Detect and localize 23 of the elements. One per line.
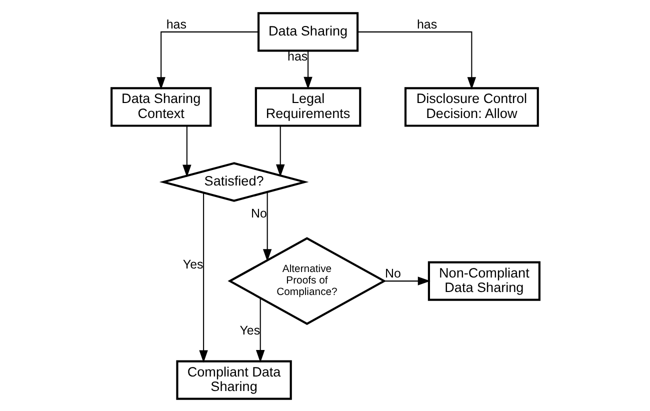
node-box: Disclosure Control Decision: Allow — [404, 86, 538, 126]
node-box: Compliant Data Sharing — [176, 360, 292, 400]
edge-label: Yes — [239, 322, 260, 337]
arrow — [255, 298, 264, 362]
arrow — [384, 276, 430, 285]
node-diamond: Alternative Proofs of Compliance? — [227, 236, 386, 324]
arrow — [303, 50, 312, 89]
node-box: Non-Compliant Data Sharing — [427, 260, 540, 300]
edge-label: No — [384, 266, 400, 280]
arrow — [182, 125, 191, 177]
arrow — [198, 192, 208, 362]
edge-label: No — [250, 206, 266, 220]
edge-label: Yes — [182, 256, 203, 271]
arrow — [156, 30, 258, 90]
arrow — [357, 30, 476, 90]
edge-label: has — [416, 16, 437, 31]
node-box: Legal Requirements — [254, 86, 361, 126]
node-box: Data Sharing — [256, 12, 358, 52]
edge-label: has — [287, 49, 308, 64]
node-box: Data Sharing Context — [110, 86, 212, 126]
edge-label: has — [166, 16, 186, 31]
arrow — [262, 192, 272, 262]
arrow — [275, 125, 284, 176]
